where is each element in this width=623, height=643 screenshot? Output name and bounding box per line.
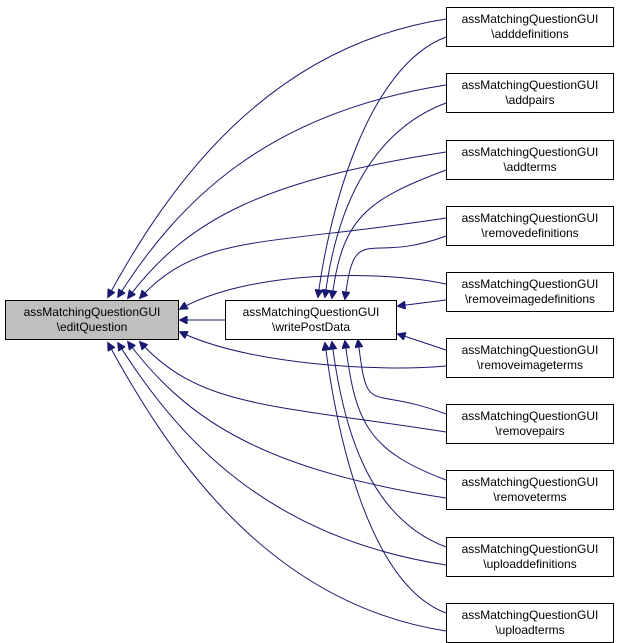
edge-addterms-to-editquestion [128, 151, 447, 298]
node-method-label: \writePostData [271, 320, 351, 334]
node-class-label: assMatchingQuestionGUI [461, 542, 599, 556]
edge-removeimagedefinitions-to-writepostdata [398, 299, 447, 306]
edge-removedefinitions-to-editquestion [140, 217, 447, 298]
node-class-label: assMatchingQuestionGUI [461, 12, 599, 26]
node-removeterms[interactable]: assMatchingQuestionGUI\removeterms [446, 470, 614, 510]
node-class-label: assMatchingQuestionGUI [461, 145, 599, 159]
node-method-label: \addpairs [505, 93, 555, 107]
edge-uploaddefinitions-to-writepostdata [332, 342, 447, 548]
edge-uploadterms-to-writepostdata [325, 343, 447, 614]
node-method-label: \editQuestion [56, 320, 128, 334]
edge-addpairs-to-writepostdata [325, 102, 447, 297]
node-edit-question[interactable]: assMatchingQuestionGUI \editQuestion [5, 300, 179, 340]
node-class-label: assMatchingQuestionGUI [461, 475, 599, 489]
node-adddefinitions[interactable]: assMatchingQuestionGUI\adddefinitions [446, 7, 614, 47]
node-method-label: \removeterms [493, 490, 567, 504]
node-uploadterms[interactable]: assMatchingQuestionGUI\uploadterms [446, 603, 614, 643]
node-removedefinitions[interactable]: assMatchingQuestionGUI\removedefinitions [446, 206, 614, 246]
edge-adddefinitions-to-writepostdata [318, 36, 447, 297]
node-addterms[interactable]: assMatchingQuestionGUI\addterms [446, 140, 614, 180]
node-addpairs[interactable]: assMatchingQuestionGUI\addpairs [446, 73, 614, 113]
node-removepairs[interactable]: assMatchingQuestionGUI\removepairs [446, 404, 614, 444]
node-method-label: \uploaddefinitions [483, 557, 577, 571]
node-method-label: \uploadterms [495, 623, 565, 637]
node-uploaddefinitions[interactable]: assMatchingQuestionGUI\uploaddefinitions [446, 537, 614, 577]
node-method-label: \removedefinitions [481, 226, 579, 240]
node-class-label: assMatchingQuestionGUI [461, 78, 599, 92]
edge-uploadterms-to-editquestion [108, 343, 447, 632]
edge-adddefinitions-to-editquestion [108, 18, 447, 297]
node-method-label: \removepairs [495, 424, 565, 438]
node-class-label: assMatchingQuestionGUI [242, 305, 380, 319]
node-method-label: \removeimageterms [476, 358, 584, 372]
node-class-label: assMatchingQuestionGUI [23, 305, 161, 319]
node-class-label: assMatchingQuestionGUI [461, 409, 599, 423]
edge-removeimagedefinitions-to-editquestion [180, 275, 447, 309]
node-class-label: assMatchingQuestionGUI [461, 277, 599, 291]
node-removeimageterms[interactable]: assMatchingQuestionGUI\removeimageterms [446, 338, 614, 378]
edge-uploaddefinitions-to-editquestion [118, 343, 447, 566]
edge-removepairs-to-editquestion [140, 342, 447, 433]
edge-addpairs-to-editquestion [118, 84, 447, 297]
edge-removeimageterms-to-editquestion [180, 332, 447, 369]
edge-addterms-to-writepostdata [332, 169, 447, 298]
edge-removeterms-to-editquestion [128, 342, 447, 499]
node-class-label: assMatchingQuestionGUI [461, 608, 599, 622]
node-method-label: \adddefinitions [491, 27, 569, 41]
edge-removeterms-to-writepostdata [345, 341, 447, 481]
edge-removepairs-to-writepostdata [358, 340, 447, 415]
node-write-post-data[interactable]: assMatchingQuestionGUI \writePostData [225, 300, 397, 340]
edge-removeimageterms-to-writepostdata [398, 334, 447, 351]
node-removeimagedefinitions[interactable]: assMatchingQuestionGUI\removeimagedefini… [446, 272, 614, 312]
node-method-label: \addterms [503, 160, 557, 174]
node-method-label: \removeimagedefinitions [464, 292, 596, 306]
node-class-label: assMatchingQuestionGUI [461, 343, 599, 357]
edge-removedefinitions-to-writepostdata [345, 235, 447, 299]
node-class-label: assMatchingQuestionGUI [461, 211, 599, 225]
